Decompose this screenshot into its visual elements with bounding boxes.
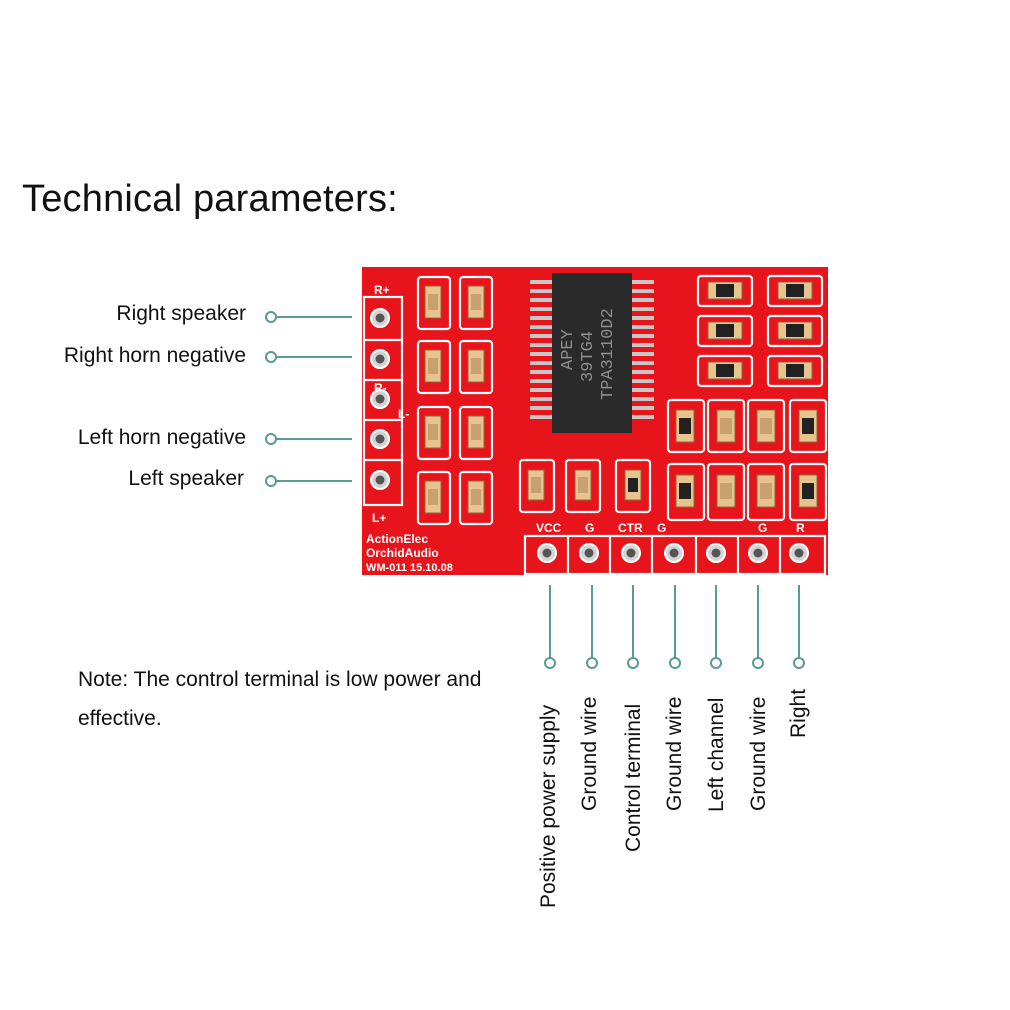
label-ground-wire-3: Ground wire [747,696,770,811]
leader-dot-right-horn-negative [265,351,277,363]
ic-pins [530,280,654,419]
silk-g-3: G [758,521,767,535]
label-left-channel: Left channel [705,697,728,812]
leader-dot-positive-power-supply [544,657,556,669]
label-left-horn-negative: Left horn negative [77,426,246,449]
silk-g-1: G [585,521,594,535]
label-ground-wire-1: Ground wire [578,696,601,811]
label-right: Right [787,688,810,738]
silk-l-minus: L- [398,407,409,421]
silk-ctr: CTR [618,521,643,535]
maker-text-2: OrchidAudio [366,546,439,560]
maker-text-3: WM-011 15.10.08 [366,562,453,574]
ic-chip [552,273,632,433]
leader-dot-left-channel [710,657,722,669]
chip-marking-line-1: TPA3110D2 [599,308,618,400]
leader-dot-left-horn-negative [265,433,277,445]
left-header-pads [370,308,390,490]
silk-r: R [796,521,805,535]
leader-dot-ground-wire-2 [669,657,681,669]
label-right-horn-negative: Right horn negative [63,344,246,367]
leader-dot-ground-wire-3 [752,657,764,669]
note-text: Note: The control terminal is low power … [78,668,482,730]
silk-r-plus: R+ [374,283,390,297]
silk-l-plus: L+ [372,511,386,525]
silk-g-2: G [657,521,666,535]
silk-vcc: VCC [536,521,562,535]
leader-dot-right-speaker [265,311,277,323]
chip-marking-line-2: 39TG4 [579,331,598,382]
page-title: Technical parameters: [22,178,398,220]
leader-dot-ground-wire-1 [586,657,598,669]
label-left-speaker: Left speaker [128,467,244,490]
label-control-terminal: Control terminal [622,703,645,852]
smd-components [424,281,818,514]
label-positive-power-supply: Positive power supply [537,704,560,908]
leader-dot-control-terminal [627,657,639,669]
chip-marking-line-3: APEY [559,329,578,370]
leader-dot-left-speaker [265,475,277,487]
label-right-speaker: Right speaker [116,302,246,325]
silkscreen-outline [362,274,828,576]
maker-text-1: ActionElec [366,532,428,546]
leader-dot-right [793,657,805,669]
label-ground-wire-2: Ground wire [663,696,686,811]
bottom-header-pads [537,543,809,563]
